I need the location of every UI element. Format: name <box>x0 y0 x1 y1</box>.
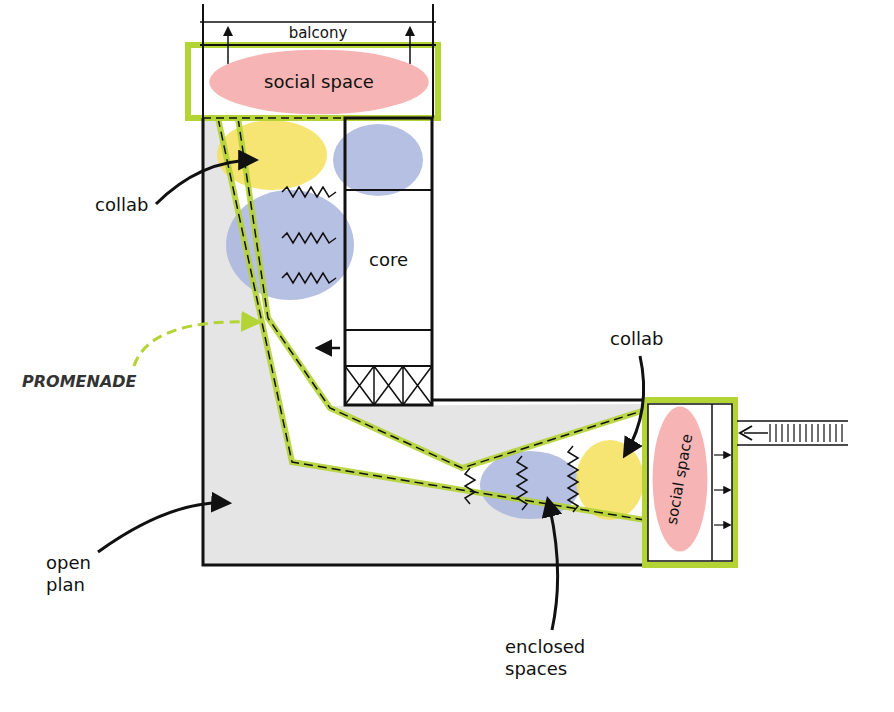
core-partition <box>345 329 432 331</box>
exterior-wall <box>203 118 735 565</box>
zone-name: social space <box>264 72 374 92</box>
social-strip-outline <box>188 45 438 118</box>
wall <box>432 4 434 118</box>
promenade-label: PROMENADE <box>22 372 152 391</box>
balcony-edge <box>200 44 436 46</box>
leader-arrow <box>156 160 255 204</box>
balcony-band: balcony <box>205 21 431 46</box>
partition-zigzag <box>568 446 578 512</box>
shaft-hatch <box>345 366 432 405</box>
bridge-hatch <box>770 424 842 442</box>
promenade-dash <box>238 118 645 468</box>
glazing-line <box>711 404 713 561</box>
promenade-edge <box>218 118 645 520</box>
open-plan-floor <box>203 118 645 565</box>
entry-line <box>744 432 768 434</box>
promenade-dash <box>218 118 645 520</box>
callout-label: collab <box>95 194 175 216</box>
zone-name: balcony <box>289 25 348 42</box>
partition-zigzag <box>282 187 336 197</box>
view-arrow <box>409 28 411 64</box>
callout-label: open plan <box>46 552 106 595</box>
view-arrow <box>714 489 730 490</box>
core-wall <box>345 118 432 405</box>
partition-zigzag <box>465 468 475 504</box>
room-wall <box>648 404 732 561</box>
view-arrow <box>714 454 730 455</box>
zone-ellipse <box>209 50 429 115</box>
wall <box>202 4 204 118</box>
callout-label: collab <box>610 328 690 350</box>
partition-zigzag <box>282 273 336 283</box>
social-room-outline <box>645 400 735 565</box>
view-arrow <box>714 524 730 525</box>
core-partition <box>345 189 432 191</box>
partition-zigzag <box>282 233 336 243</box>
zone-name: core <box>369 250 408 270</box>
leader-arrow <box>548 500 558 630</box>
balcony-edge <box>200 21 436 23</box>
core-partition <box>345 365 432 367</box>
social-zone: social space <box>207 49 431 115</box>
leader-arrow <box>134 322 258 366</box>
bridge-edge <box>737 444 848 446</box>
view-arrow <box>227 28 229 64</box>
leader-arrow <box>98 503 228 552</box>
zone-ellipse <box>653 406 708 551</box>
social-zone: social space <box>652 405 708 553</box>
partition-zigzag <box>517 456 527 510</box>
bridge-edge <box>737 420 848 422</box>
leader-arrow <box>625 356 644 455</box>
callout-label: enclosed spaces <box>505 636 617 679</box>
entry-arrow <box>318 347 340 350</box>
core-block: core <box>347 192 430 328</box>
promenade-edge <box>238 118 645 468</box>
